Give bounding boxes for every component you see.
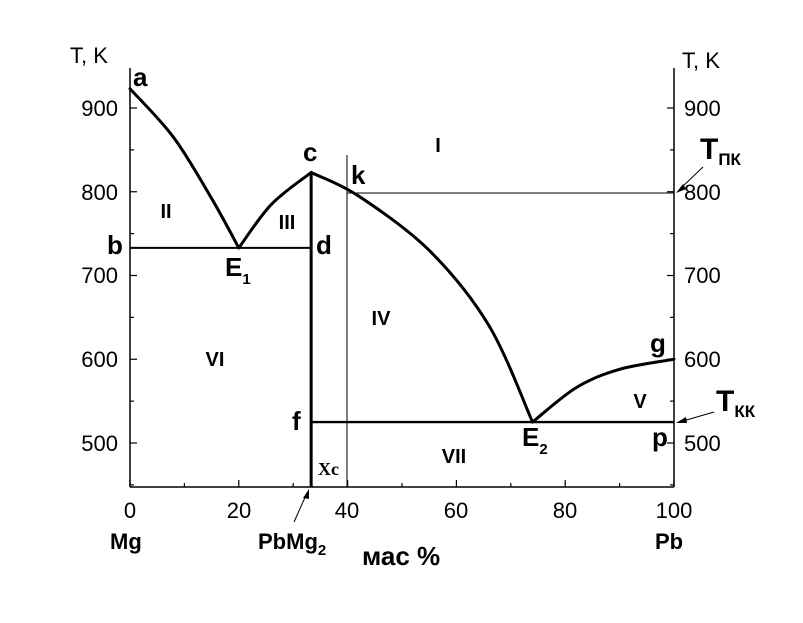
right-axis-unit: T, K	[682, 48, 720, 73]
x-tick-20: 20	[227, 498, 251, 523]
y-tick-left-800: 800	[81, 180, 118, 205]
region-v: V	[633, 391, 647, 413]
y-tick-left-700: 700	[81, 263, 118, 288]
t-pk-arrowhead	[676, 184, 686, 193]
point-f: f	[292, 406, 301, 436]
x-tick-40: 40	[335, 498, 359, 523]
phase-lines	[128, 87, 676, 487]
x-axis-title: мас %	[362, 541, 440, 571]
compound-arrowhead	[303, 489, 309, 499]
region-iv: IV	[372, 308, 392, 330]
left-axis-unit: T, K	[70, 43, 108, 68]
point-b: b	[107, 230, 123, 260]
point-p: p	[652, 422, 668, 452]
t-kk-arrowhead	[676, 417, 687, 423]
point-k: k	[351, 160, 366, 190]
axis-ticks	[129, 107, 675, 487]
component-mg: Mg	[110, 529, 142, 554]
t-pk-label: TПК	[700, 133, 742, 169]
x-tick-100: 100	[656, 498, 693, 523]
point-a: a	[133, 62, 148, 92]
x-tick-80: 80	[553, 498, 577, 523]
point-e2: E2	[522, 422, 548, 458]
t-kk-label: TКК	[716, 385, 756, 421]
x-tick-0: 0	[124, 498, 136, 523]
point-d: d	[316, 230, 332, 260]
y-tick-right-700: 700	[684, 263, 721, 288]
region-vi: VI	[206, 349, 225, 371]
liquidus-e1-c	[237, 170, 313, 250]
liquidus-c-e2	[309, 170, 535, 424]
y-tick-right-900: 900	[684, 96, 721, 121]
y-tick-left-500: 500	[81, 431, 118, 456]
y-tick-right-800: 800	[684, 180, 721, 205]
y-tick-right-600: 600	[684, 347, 721, 372]
liquidus-e2-g	[531, 357, 676, 424]
point-c: c	[303, 137, 317, 167]
component-pb: Pb	[655, 529, 683, 554]
compound-label: PbMg2	[258, 529, 326, 559]
xc-label: Xc	[318, 459, 339, 479]
liquidus-a-e1	[128, 87, 241, 250]
t-kk-arrow	[682, 411, 715, 422]
region-ii: II	[160, 201, 171, 223]
point-e1: E1	[225, 252, 251, 288]
region-vii: VII	[442, 446, 466, 468]
region-i: I	[435, 135, 441, 157]
region-iii: III	[279, 212, 296, 234]
y-tick-left-900: 900	[81, 96, 118, 121]
y-tick-right-500: 500	[684, 431, 721, 456]
x-tick-60: 60	[444, 498, 468, 523]
t-pk-arrow	[680, 166, 704, 189]
point-g: g	[650, 328, 666, 358]
y-tick-left-600: 600	[81, 347, 118, 372]
